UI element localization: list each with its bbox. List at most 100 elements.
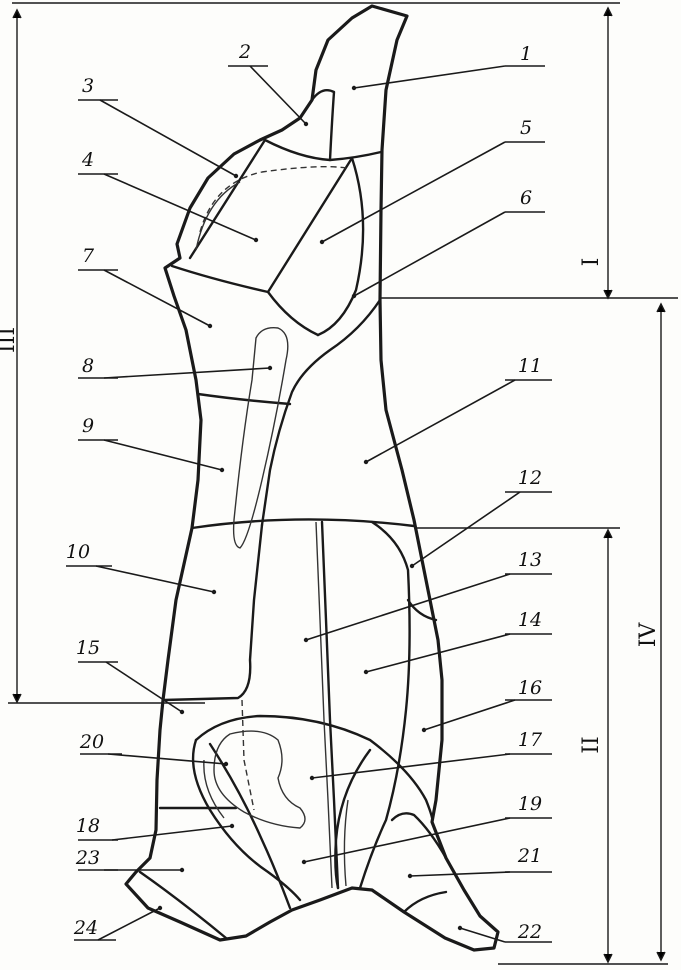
- leader-lines: [66, 65, 552, 943]
- part-label-19: 19: [518, 793, 542, 815]
- seam-region-24: [138, 870, 228, 940]
- part-label-24: 24: [73, 917, 98, 939]
- leader-dot-18: [229, 823, 235, 829]
- seam-region-17-19: [334, 748, 372, 890]
- seam-region-5-right: [316, 156, 365, 337]
- leader-line-13: [305, 573, 511, 641]
- leader-line-2: [249, 65, 307, 125]
- leader-line-22: [459, 927, 506, 943]
- thin-hip-bone: [213, 730, 306, 829]
- seam-shoulder-top: [263, 138, 383, 162]
- part-label-2: 2: [238, 41, 251, 63]
- part-label-11: 11: [518, 355, 542, 377]
- leader-line-19: [303, 817, 511, 863]
- leader-line-11: [365, 379, 516, 463]
- seam-region-4-bottom: [170, 264, 270, 294]
- leader-line-21: [409, 871, 511, 877]
- leader-dot-5: [319, 239, 325, 245]
- seam-region-4-left: [188, 138, 267, 260]
- part-label-17: 17: [518, 729, 543, 751]
- seam-region-6: [260, 298, 382, 527]
- leader-dot-10: [211, 589, 217, 595]
- leader-line-17: [311, 753, 511, 779]
- section-label-ii: II: [579, 736, 604, 753]
- part-label-22: 22: [517, 921, 542, 943]
- dashed-hip-line: [241, 699, 255, 811]
- leader-line-1: [353, 65, 506, 89]
- leader-dot-6: [351, 293, 357, 299]
- part-label-12: 12: [518, 467, 542, 489]
- leader-line-24: [97, 907, 161, 941]
- leader-dot-7: [207, 323, 213, 329]
- part-label-14: 14: [518, 609, 542, 631]
- part-label-20: 20: [79, 731, 104, 753]
- leader-line-15: [105, 661, 183, 713]
- leader-dot-11: [363, 459, 369, 465]
- part-label-6: 6: [520, 187, 532, 209]
- leader-line-9: [103, 439, 223, 471]
- leader-line-12: [411, 491, 521, 567]
- leader-line-6: [353, 211, 506, 297]
- seam-region-20-18: [191, 738, 302, 902]
- leader-dot-19: [301, 859, 307, 865]
- thin-hip-oval-inner: [203, 759, 225, 819]
- seam-region-2: [310, 89, 336, 162]
- part-label-5: 5: [520, 117, 532, 139]
- seam-mid-horizontal: [190, 518, 416, 530]
- section-label-i: I: [579, 258, 604, 267]
- part-label-1: 1: [520, 43, 532, 65]
- seam-region-12-notch: [406, 598, 438, 622]
- leader-line-18: [111, 825, 233, 841]
- section-label-iii: III: [0, 327, 20, 353]
- dim-arrows: [12, 6, 666, 964]
- part-label-10: 10: [66, 541, 90, 563]
- leader-dot-20: [223, 761, 229, 767]
- part-label-18: 18: [76, 815, 100, 837]
- carcass-outline: [124, 4, 500, 952]
- leader-dot-24: [157, 905, 163, 911]
- leader-dot-13: [303, 637, 309, 643]
- leader-dot-8: [267, 365, 273, 371]
- thin-inner-line-13: [315, 521, 333, 889]
- part-label-16: 16: [518, 677, 542, 699]
- part-label-9: 9: [82, 415, 94, 437]
- leader-line-8: [103, 367, 271, 379]
- leader-line-16: [423, 699, 516, 731]
- leader-line-10: [95, 565, 215, 593]
- leader-line-3: [99, 99, 237, 177]
- part-label-8: 8: [82, 355, 94, 377]
- seam-region-21-22: [402, 890, 448, 914]
- thin-shoulder-oval: [195, 181, 241, 251]
- leader-dot-9: [219, 467, 225, 473]
- dashed-shoulder-oval: [199, 165, 347, 233]
- seam-region-5-bottom: [266, 290, 320, 337]
- seam-region-21: [390, 812, 448, 860]
- leader-line-14: [365, 633, 511, 673]
- seam-region-4-right: [266, 156, 354, 294]
- part-label-15: 15: [76, 637, 100, 659]
- leader-line-5: [321, 141, 506, 243]
- seam-region-18-19: [208, 742, 292, 910]
- section-label-iv: IV: [636, 622, 661, 648]
- part-label-3: 3: [82, 75, 94, 97]
- leader-dot-12: [409, 563, 415, 569]
- part-label-4: 4: [81, 149, 94, 171]
- part-label-13: 13: [518, 549, 542, 571]
- leader-dot-14: [363, 669, 369, 675]
- leader-dot-23: [179, 867, 185, 873]
- leader-line-4: [103, 173, 257, 241]
- seam-region-10: [162, 523, 264, 702]
- leader-dot-22: [457, 925, 463, 931]
- leader-dot-15: [179, 709, 185, 715]
- leader-dot-3: [233, 173, 239, 179]
- leader-dot-4: [253, 237, 259, 243]
- part-label-7: 7: [82, 245, 95, 267]
- leader-dot-16: [421, 727, 427, 733]
- thin-inner-line-19: [343, 799, 349, 887]
- leader-dot-2: [303, 121, 309, 127]
- seam-region-7-9: [196, 392, 292, 406]
- part-label-21: 21: [517, 845, 542, 867]
- leader-dot-1: [351, 85, 357, 91]
